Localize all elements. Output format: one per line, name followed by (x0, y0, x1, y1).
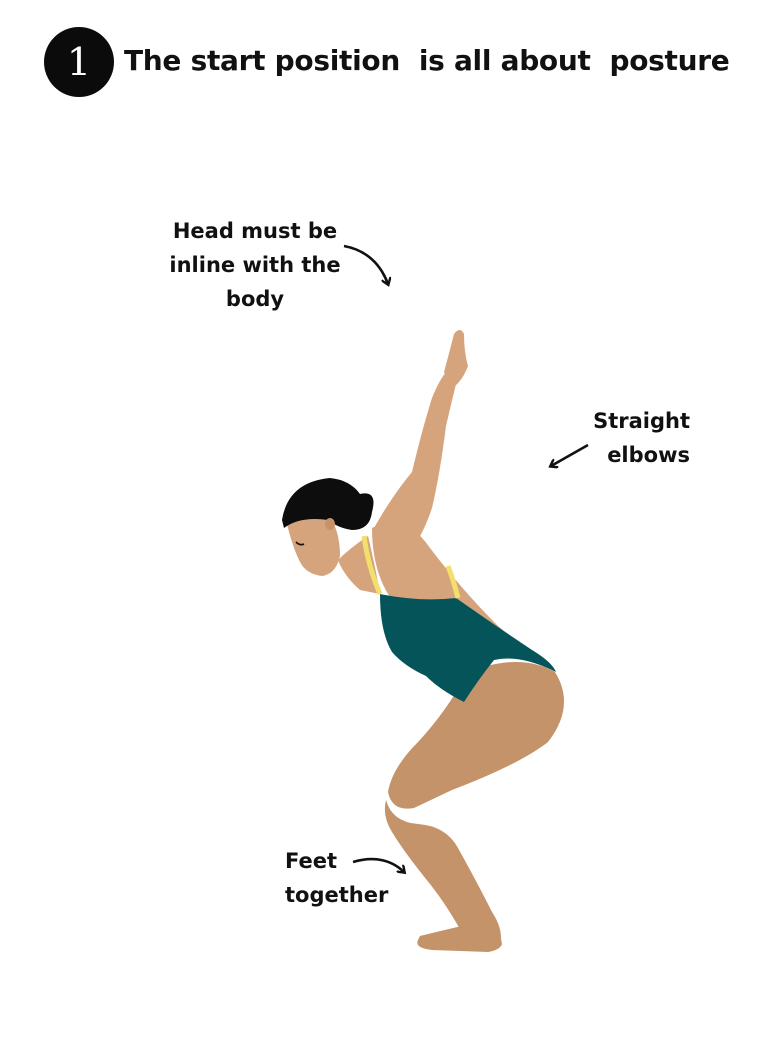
page-title: The start position is all about posture (124, 44, 730, 77)
figure-shin (384, 800, 501, 948)
step-number-badge: 1 (44, 27, 114, 97)
figure-strap-back (445, 565, 461, 599)
figure-thigh (388, 662, 564, 809)
annotation-head: Head must be inline with the body (169, 219, 341, 311)
figure-hair (282, 478, 374, 530)
figure-hand (444, 330, 468, 388)
figure-neck (338, 536, 380, 594)
arrow-elbows-annotation (551, 443, 589, 466)
annotation-feet: Feet together (285, 849, 389, 907)
figure-strap-front (361, 535, 383, 595)
figure-eye (295, 541, 305, 546)
step-number: 1 (66, 40, 92, 84)
arrow-head-annotation (343, 244, 388, 284)
figure-swimsuit (380, 594, 556, 702)
figure-ear (325, 518, 335, 530)
figure-foot (417, 922, 502, 952)
figure-face (286, 513, 340, 576)
arrow-feet-annotation (352, 857, 404, 872)
figure-arm (374, 370, 458, 560)
annotation-elbows: Straight elbows (593, 409, 690, 467)
